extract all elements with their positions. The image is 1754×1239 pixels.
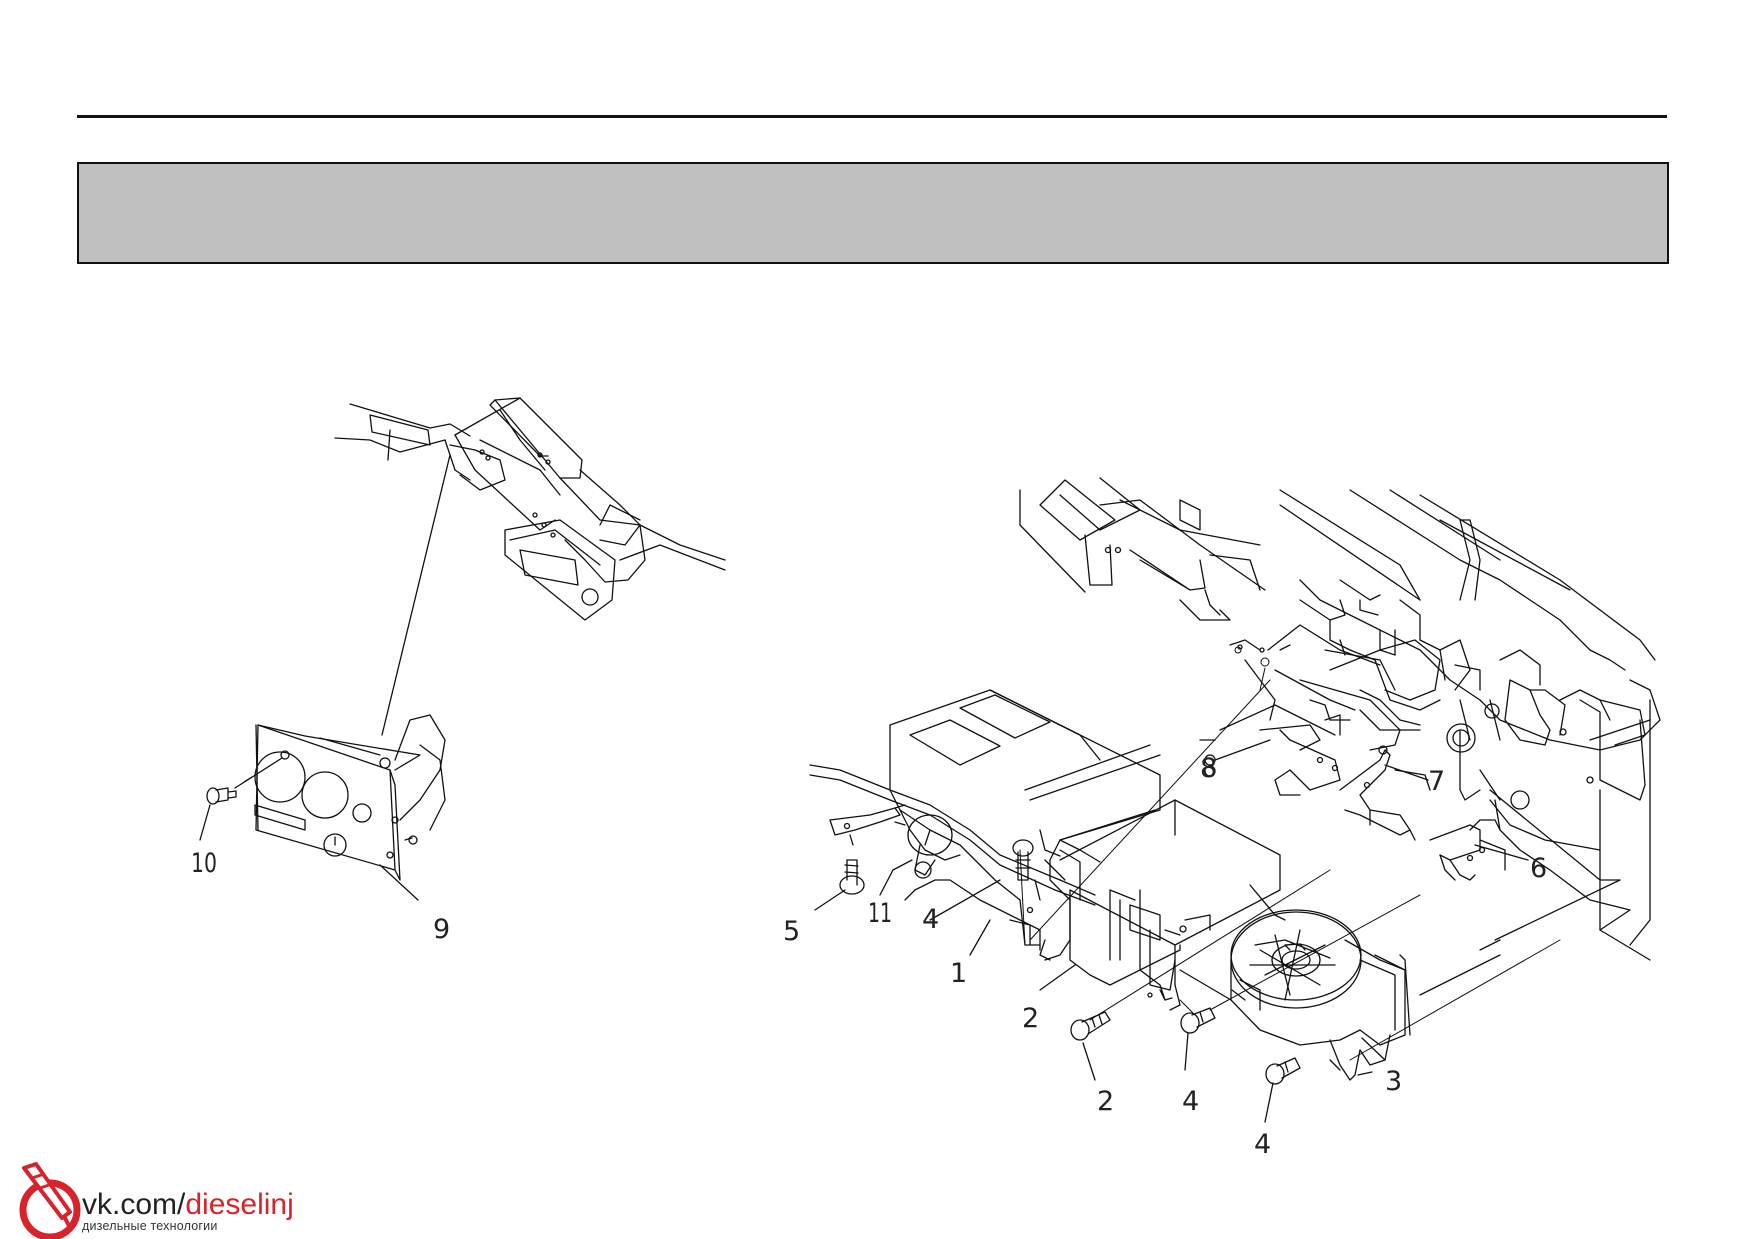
title-banner — [77, 162, 1669, 264]
bolt-4-upper — [1012, 839, 1034, 881]
firewall-panel — [1019, 477, 1661, 996]
callout-8: 8 — [1200, 753, 1217, 784]
bracket-5 — [829, 804, 906, 846]
callout-4a: 4 — [922, 904, 939, 935]
callout-5: 5 — [783, 916, 800, 947]
screw-10 — [206, 776, 253, 805]
logo-subtitle: дизельные технологии — [82, 1219, 218, 1233]
heater-unit — [889, 689, 1161, 961]
bracket-7 — [1339, 745, 1431, 841]
heater-hoses — [809, 764, 1096, 906]
dashboard-frame — [334, 397, 726, 736]
header-rule — [77, 115, 1667, 118]
callout-1: 1 — [950, 958, 967, 989]
logo-text: vk.com/dieselinj — [82, 1188, 294, 1222]
callout-10: 10 — [191, 848, 217, 879]
bolt-5 — [839, 859, 865, 895]
callout-11: 11 — [868, 898, 892, 929]
leader-lines — [814, 739, 1529, 1123]
bracket-6 — [1429, 819, 1506, 881]
blower-assembly — [1179, 909, 1411, 1081]
callout-labels: 10 9 5 11 4 1 2 2 4 4 3 6 7 8 — [191, 753, 1547, 1160]
callout-4c: 4 — [1254, 1129, 1271, 1160]
callout-7: 7 — [1428, 766, 1445, 797]
logo-accent: dieselinj — [185, 1188, 294, 1221]
callout-3: 3 — [1385, 1066, 1402, 1097]
bolt-4-lower — [1265, 1057, 1301, 1085]
callout-4b: 4 — [1182, 1086, 1199, 1117]
callout-2a: 2 — [1022, 1003, 1039, 1034]
logo-prefix: vk.com/ — [82, 1188, 186, 1221]
bracket-8 — [1199, 704, 1341, 796]
callout-2b: 2 — [1097, 1086, 1114, 1117]
callout-9: 9 — [433, 914, 450, 945]
assembly-guide-lines — [1019, 646, 1561, 1061]
bolt-4-mid — [1180, 1007, 1216, 1034]
instrument-cluster — [234, 714, 446, 881]
dieselinj-logo-icon — [19, 1162, 81, 1239]
bolt-2 — [1070, 1011, 1111, 1041]
evaporator-case — [1059, 799, 1281, 1011]
callout-6: 6 — [1530, 853, 1547, 884]
